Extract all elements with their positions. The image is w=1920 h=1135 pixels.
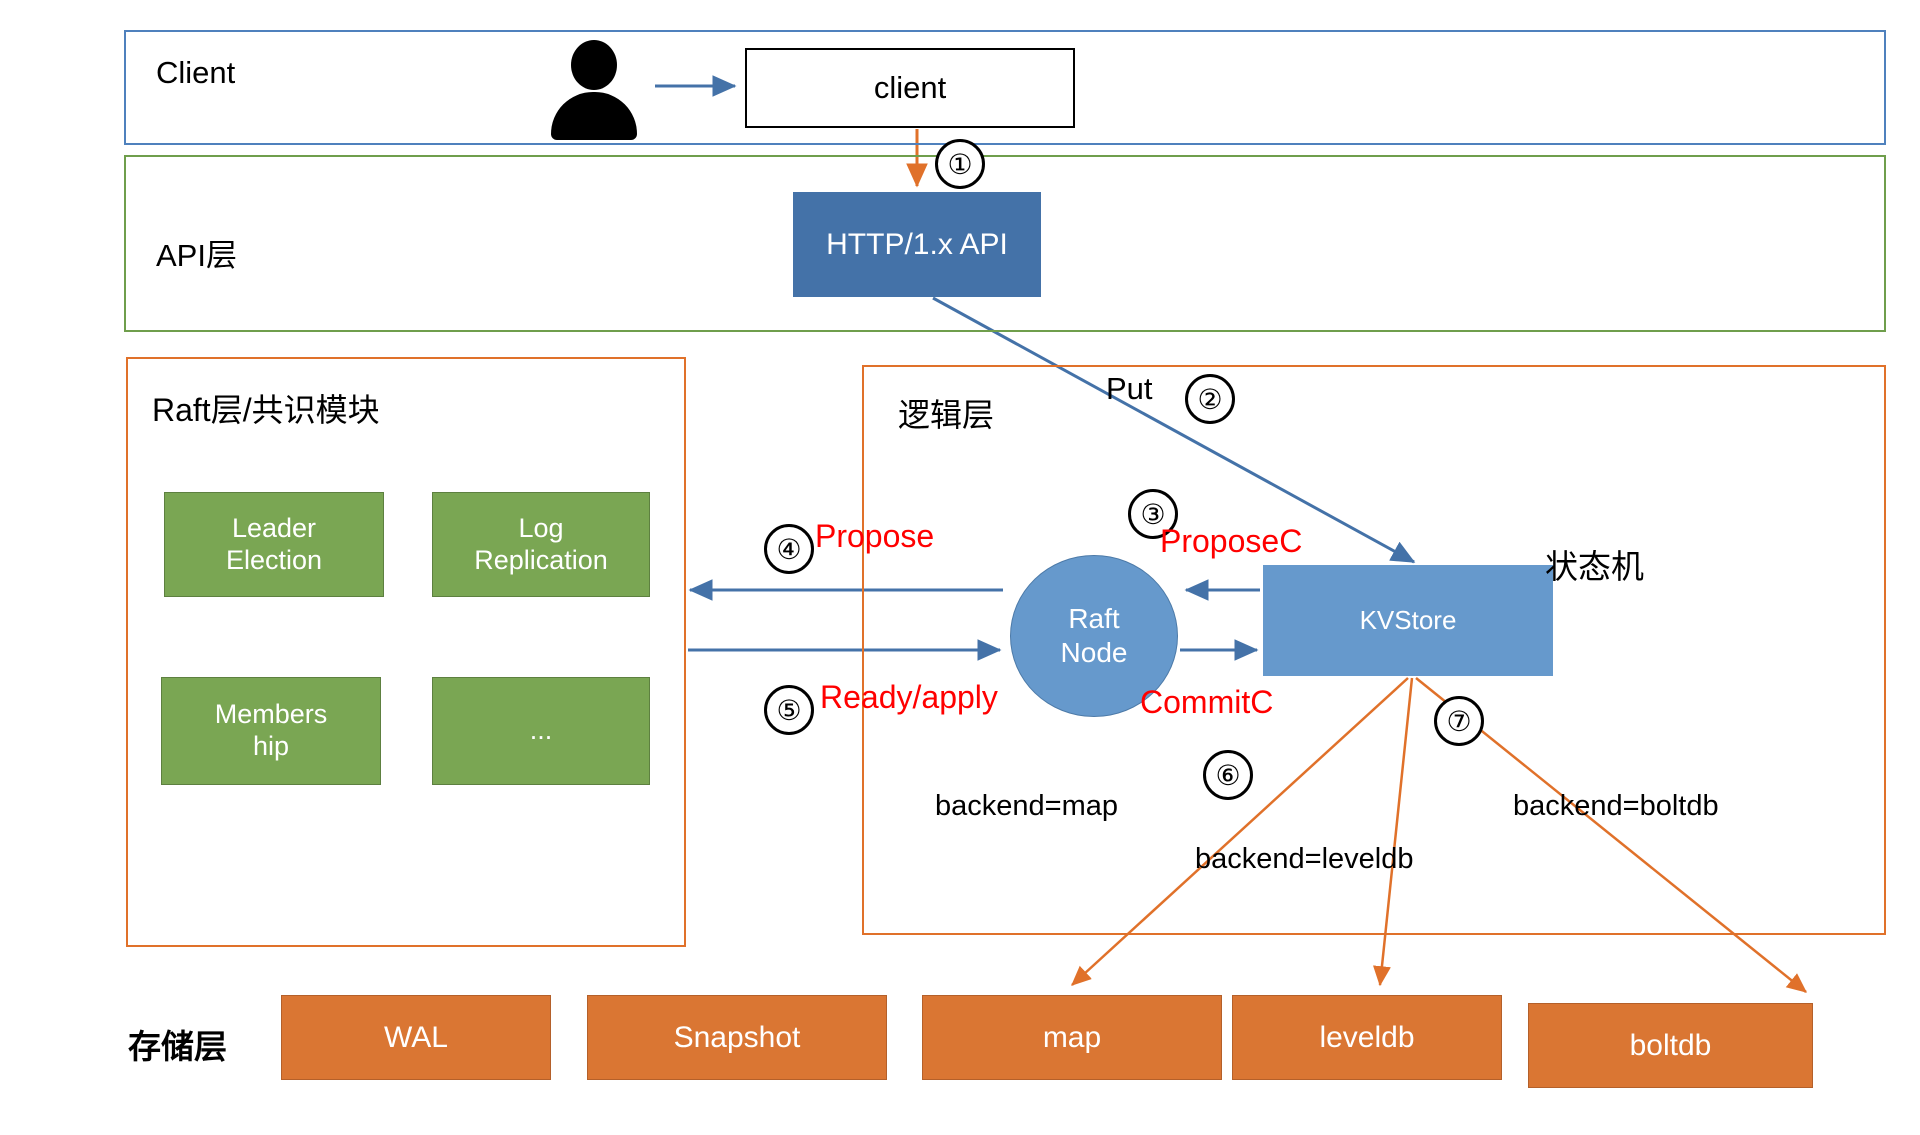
annotation-ready-apply: Ready/apply xyxy=(820,679,998,715)
annotation-backend-boltdb: backend=boltdb xyxy=(1513,790,1719,822)
step-marker-4: ④ xyxy=(764,524,814,574)
layer-api xyxy=(124,155,1886,332)
annotation-commitc: CommitC xyxy=(1140,684,1274,720)
raft-node-label: Raft Node xyxy=(1061,602,1128,669)
leader-election-line1: Leader xyxy=(231,512,317,543)
raft-node-line1: Raft xyxy=(1068,603,1120,635)
user-head-shape xyxy=(571,40,617,90)
step-marker-7: ⑦ xyxy=(1434,696,1484,746)
raft-module-log-replication[interactable]: Log Replication xyxy=(432,492,650,597)
raft-module-label: Members hip xyxy=(215,699,328,763)
step-marker-5: ⑤ xyxy=(764,685,814,735)
annotation-put: Put xyxy=(1106,371,1153,406)
layer-client xyxy=(124,30,1886,145)
storage-box-leveldb[interactable]: leveldb xyxy=(1232,995,1502,1080)
raft-module-label: Log Replication xyxy=(474,513,608,577)
layer-logic xyxy=(862,365,1886,935)
membership-line2: hip xyxy=(252,731,290,761)
raft-module-label: Leader Election xyxy=(226,513,322,577)
storage-box-wal[interactable]: WAL xyxy=(281,995,551,1080)
user-body-shape xyxy=(551,92,637,140)
annotation-proposec: ProposeC xyxy=(1160,523,1303,559)
raft-module-membership[interactable]: Members hip xyxy=(161,677,381,785)
storage-box-map[interactable]: map xyxy=(922,995,1222,1080)
layer-raft xyxy=(126,357,686,947)
http-api-box[interactable]: HTTP/1.x API xyxy=(793,192,1041,297)
storage-box-snapshot[interactable]: Snapshot xyxy=(587,995,887,1080)
raft-node-circle[interactable]: Raft Node xyxy=(1010,555,1178,717)
user-icon xyxy=(545,38,640,140)
raft-module-leader-election[interactable]: Leader Election xyxy=(164,492,384,597)
layer-title-api: API层 xyxy=(156,238,237,273)
membership-line1: Members xyxy=(214,699,328,730)
raft-node-line2: Node xyxy=(1060,637,1128,668)
log-replication-line1: Log xyxy=(518,512,564,543)
layer-title-raft: Raft层/共识模块 xyxy=(152,392,380,428)
step-marker-1: ① xyxy=(935,139,985,189)
log-replication-line2: Replication xyxy=(474,544,608,575)
step-marker-3: ③ xyxy=(1128,489,1178,539)
layer-title-logic: 逻辑层 xyxy=(898,397,995,433)
layer-title-storage: 存储层 xyxy=(128,1028,227,1065)
annotation-backend-leveldb: backend=leveldb xyxy=(1195,843,1414,875)
client-box[interactable]: client xyxy=(745,48,1075,128)
layer-title-client: Client xyxy=(156,55,236,90)
annotation-state-machine: 状态机 xyxy=(1545,548,1644,585)
step-marker-2: ② xyxy=(1185,374,1235,424)
annotation-backend-map: backend=map xyxy=(935,790,1118,822)
step-marker-6: ⑥ xyxy=(1203,750,1253,800)
leader-election-line2: Election xyxy=(225,544,323,575)
more-label: ... xyxy=(529,715,553,746)
annotation-propose: Propose xyxy=(815,518,935,554)
storage-box-boltdb[interactable]: boltdb xyxy=(1528,1003,1813,1088)
raft-module-more[interactable]: ... xyxy=(432,677,650,785)
kvstore-box[interactable]: KVStore xyxy=(1263,565,1553,676)
